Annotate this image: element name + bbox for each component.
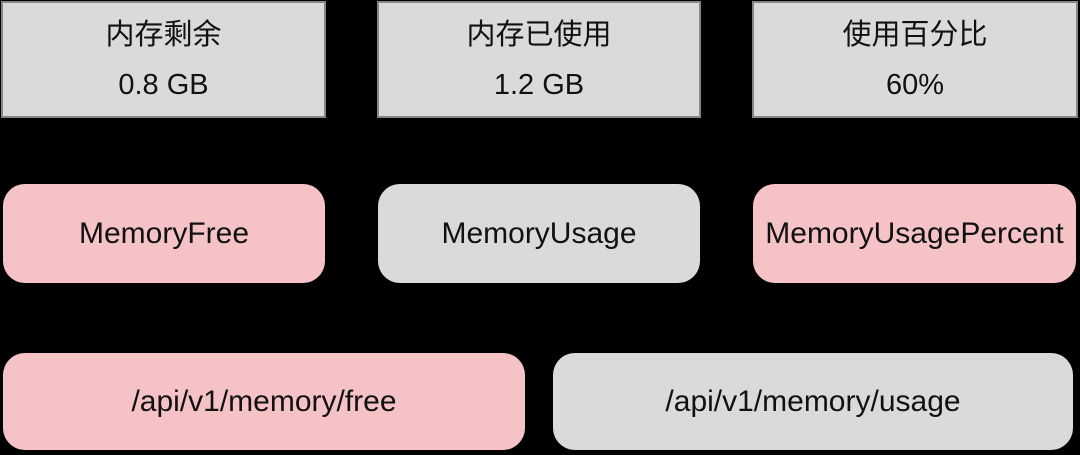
metric-value-usage-percent: 60%: [885, 68, 945, 101]
endpoint-box-memory-free: /api/v1/memory/free: [3, 353, 525, 450]
field-label-memory-usage: MemoryUsage: [441, 216, 637, 250]
metric-value-memory-used: 1.2 GB: [493, 68, 585, 101]
field-label-memory-free: MemoryFree: [78, 216, 250, 250]
metric-label-usage-percent: 使用百分比: [842, 18, 988, 51]
endpoint-label-memory-free: /api/v1/memory/free: [131, 384, 397, 418]
metric-label-memory-used: 内存已使用: [466, 18, 612, 51]
metric-label-memory-free: 内存剩余: [105, 18, 222, 51]
field-box-memory-free: MemoryFree: [3, 184, 325, 283]
field-label-memory-usage-percent: MemoryUsagePercent: [765, 216, 1064, 250]
metric-value-memory-free: 0.8 GB: [118, 68, 209, 101]
metric-card-memory-used: 内存已使用 1.2 GB: [377, 1, 701, 118]
metric-card-memory-free: 内存剩余 0.8 GB: [1, 1, 326, 118]
endpoint-box-memory-usage: /api/v1/memory/usage: [553, 353, 1073, 450]
field-box-memory-usage-percent: MemoryUsagePercent: [753, 184, 1076, 283]
endpoint-label-memory-usage: /api/v1/memory/usage: [665, 384, 961, 418]
metric-card-usage-percent: 使用百分比 60%: [752, 1, 1078, 118]
field-box-memory-usage: MemoryUsage: [378, 184, 700, 283]
